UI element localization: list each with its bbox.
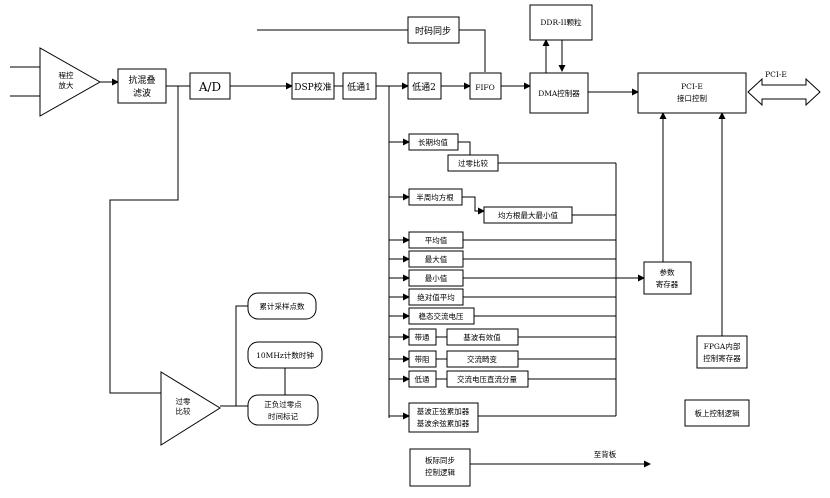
svg-text:时间标记: 时间标记 bbox=[268, 411, 298, 421]
lowpass-2: 低通2 bbox=[407, 72, 442, 100]
steady-ac-voltage: 稳态交流电压 bbox=[408, 307, 475, 325]
lowpass-1: 低通1 bbox=[342, 72, 377, 100]
fundamental-rms: 基波有效值 bbox=[446, 328, 519, 346]
programmable-amplifier: 程控 放大 bbox=[39, 47, 102, 117]
board-sync-logic: 板际同步 控制逻辑 bbox=[409, 448, 471, 487]
svg-text:基波正弦累加器: 基波正弦累加器 bbox=[417, 406, 470, 416]
svg-text:滤波: 滤波 bbox=[133, 87, 151, 99]
connection-lines bbox=[10, 29, 726, 468]
svg-text:抗混叠: 抗混叠 bbox=[128, 74, 155, 86]
svg-text:最大值: 最大值 bbox=[425, 254, 448, 264]
min-value: 最小值 bbox=[408, 269, 464, 287]
svg-text:稳态交流电压: 稳态交流电压 bbox=[419, 311, 464, 321]
svg-text:PCI-E: PCI-E bbox=[681, 82, 703, 91]
svg-text:半周均方根: 半周均方根 bbox=[416, 192, 454, 202]
backplane-label: 至背板 bbox=[594, 449, 617, 459]
counter-clock: 10MHz计数时钟 bbox=[247, 341, 323, 369]
bandpass-filter: 带通 bbox=[408, 328, 437, 346]
zero-crossing-compare: 过零比较 bbox=[447, 154, 499, 172]
rms-max-min: 均方根最大最小值 bbox=[483, 206, 573, 224]
svg-text:DDR-II颗粒: DDR-II颗粒 bbox=[540, 17, 582, 27]
svg-text:交流畸变: 交流畸变 bbox=[467, 354, 497, 364]
svg-text:基波余弦累加器: 基波余弦累加器 bbox=[417, 418, 470, 428]
zero-comparator: 过零 比较 bbox=[160, 371, 221, 446]
svg-text:PCI-E: PCI-E bbox=[765, 70, 787, 79]
parameter-register: 参数 寄存器 bbox=[643, 261, 692, 295]
svg-text:板际同步: 板际同步 bbox=[425, 455, 455, 465]
svg-text:正负过零点: 正负过零点 bbox=[264, 399, 302, 409]
ac-dc-component: 交流电压直流分量 bbox=[446, 370, 529, 388]
half-cycle-rms: 半周均方根 bbox=[408, 188, 463, 206]
svg-text:10MHz计数时钟: 10MHz计数时钟 bbox=[256, 350, 314, 360]
fpga-control-register: FPGA内部 控制寄存器 bbox=[696, 335, 748, 369]
svg-text:平均值: 平均值 bbox=[425, 235, 448, 245]
svg-text:FIFO: FIFO bbox=[475, 83, 495, 92]
max-value: 最大值 bbox=[408, 250, 464, 268]
board-control-logic: 板上控制逻辑 bbox=[684, 399, 750, 427]
pcie-bus-arrow: PCI-E bbox=[747, 70, 821, 107]
anti-alias-filter: 抗混叠 滤波 bbox=[117, 68, 167, 104]
svg-text:带阻: 带阻 bbox=[415, 355, 430, 364]
svg-text:均方根最大最小值: 均方根最大最小值 bbox=[498, 210, 558, 220]
svg-text:时码同步: 时码同步 bbox=[415, 25, 451, 37]
ddr-chip: DDR-II颗粒 bbox=[529, 4, 593, 41]
svg-text:参数: 参数 bbox=[660, 267, 675, 277]
svg-text:基波有效值: 基波有效值 bbox=[463, 332, 501, 342]
bandstop-filter: 带阻 bbox=[408, 350, 437, 368]
svg-text:程控: 程控 bbox=[59, 70, 74, 80]
svg-text:控制寄存器: 控制寄存器 bbox=[703, 353, 741, 363]
sample-count: 累计采样点数 bbox=[247, 292, 317, 320]
long-term-mean: 长期均值 bbox=[408, 133, 459, 151]
svg-text:板上控制逻辑: 板上控制逻辑 bbox=[695, 408, 740, 418]
lowpass-filter: 低通 bbox=[408, 370, 437, 388]
svg-text:长期均值: 长期均值 bbox=[418, 137, 448, 147]
adc-box: A/D bbox=[189, 72, 231, 100]
svg-text:带通: 带通 bbox=[415, 332, 430, 342]
svg-text:寄存器: 寄存器 bbox=[656, 279, 679, 289]
svg-text:过零: 过零 bbox=[176, 396, 191, 406]
svg-text:DSP校准: DSP校准 bbox=[294, 81, 331, 93]
dsp-calibration: DSP校准 bbox=[291, 72, 335, 100]
svg-text:低通2: 低通2 bbox=[412, 81, 436, 93]
fundamental-accumulators: 基波正弦累加器 基波余弦累加器 bbox=[408, 402, 479, 433]
dma-controller: DMA控制器 bbox=[529, 72, 589, 114]
svg-text:累计采样点数: 累计采样点数 bbox=[260, 301, 305, 311]
svg-text:最小值: 最小值 bbox=[425, 273, 448, 283]
svg-text:比较: 比较 bbox=[176, 406, 191, 416]
svg-text:DMA控制器: DMA控制器 bbox=[538, 88, 580, 98]
pcie-interface: PCI-E 接口控制 bbox=[637, 72, 747, 114]
mean-value: 平均值 bbox=[408, 231, 464, 249]
svg-text:接口控制: 接口控制 bbox=[677, 93, 707, 103]
svg-text:A/D: A/D bbox=[198, 80, 221, 94]
svg-text:低通: 低通 bbox=[415, 374, 430, 384]
zero-crossing-timestamp: 正负过零点 时间标记 bbox=[247, 394, 319, 426]
svg-text:控制逻辑: 控制逻辑 bbox=[425, 467, 455, 477]
svg-text:绝对值平均: 绝对值平均 bbox=[417, 292, 455, 302]
absolute-mean: 绝对值平均 bbox=[408, 288, 464, 306]
ac-distortion: 交流畸变 bbox=[446, 350, 519, 368]
svg-text:放大: 放大 bbox=[59, 80, 74, 90]
svg-text:交流电压直流分量: 交流电压直流分量 bbox=[457, 374, 517, 384]
svg-text:FPGA内部: FPGA内部 bbox=[704, 341, 741, 351]
fifo: FIFO bbox=[469, 72, 502, 100]
svg-text:过零比较: 过零比较 bbox=[458, 158, 488, 168]
timecode-sync: 时码同步 bbox=[407, 16, 460, 44]
svg-text:低通1: 低通1 bbox=[347, 81, 371, 93]
